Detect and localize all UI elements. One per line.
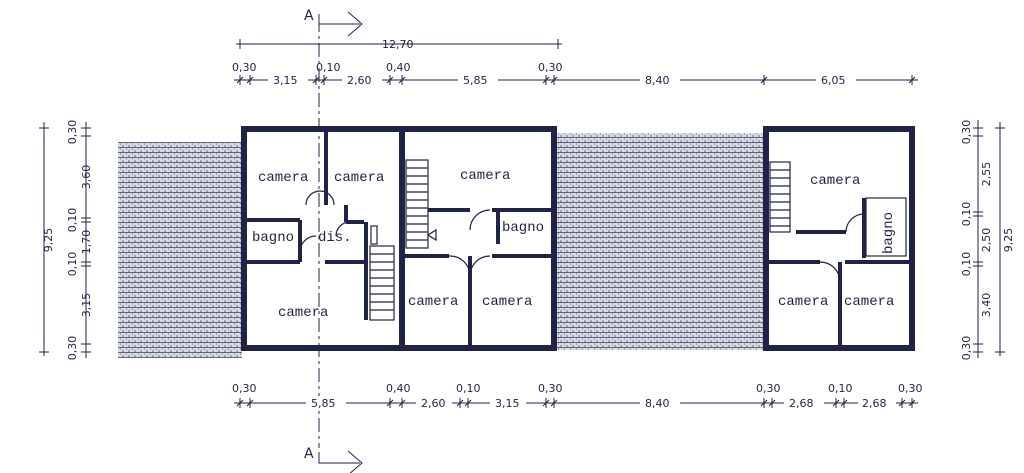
top-dimension-chain — [234, 75, 918, 85]
stair-b — [405, 159, 429, 249]
room-label-c-camera-bottom-right: camera — [844, 294, 894, 310]
right-dim-5: 3,40 — [980, 293, 993, 318]
top-dim-3: 2,60 — [347, 74, 372, 87]
room-label-a-bagno: bagno — [252, 230, 294, 246]
left-total: 9,25 — [42, 228, 55, 253]
bottom-dim-3: 2,60 — [421, 397, 446, 410]
bottom-dim-11: 2,68 — [862, 397, 887, 410]
room-label-a-dis: dis. — [318, 230, 352, 246]
top-dim-5: 5,85 — [463, 74, 488, 87]
right-dim-2: 0,10 — [960, 202, 973, 227]
left-dim-6: 0,30 — [66, 336, 79, 361]
section-label-top: A — [304, 8, 314, 24]
bottom-dim-12: 0,30 — [898, 382, 923, 395]
left-dim-3: 1,70 — [80, 230, 93, 255]
left-dim-2: 0,10 — [66, 208, 79, 233]
bottom-dim-8: 0,30 — [756, 382, 781, 395]
top-total-dimension — [236, 39, 562, 49]
tiled-roof-left — [118, 142, 242, 358]
right-dim-4: 0,10 — [960, 252, 973, 277]
bottom-dim-4: 0,10 — [456, 382, 481, 395]
left-dimension-labels: 9,25 0,30 3,60 0,10 1,70 0,10 3,15 0,30 — [42, 120, 93, 361]
room-label-a-camera-top-right: camera — [334, 170, 384, 186]
right-dim-0: 0,30 — [960, 120, 973, 145]
top-total-label: 12,70 — [382, 38, 414, 51]
bottom-dim-0: 0,30 — [232, 382, 257, 395]
room-label-a-camera-top-left: camera — [258, 170, 308, 186]
unit-b-interior — [405, 159, 551, 345]
right-dimension-labels: 0,30 2,55 0,10 2,50 0,10 3,40 0,30 9,25 — [960, 120, 1015, 361]
bottom-dim-10: 0,10 — [828, 382, 853, 395]
left-dim-0: 0,30 — [66, 120, 79, 145]
bottom-dim-6: 0,30 — [538, 382, 563, 395]
right-total: 9,25 — [1002, 228, 1015, 253]
top-dim-2: 0,10 — [316, 61, 341, 74]
bottom-dim-2: 0,40 — [386, 382, 411, 395]
room-label-b-camera-top: camera — [460, 168, 510, 184]
left-dim-5: 3,15 — [80, 293, 93, 318]
top-dim-4: 0,40 — [386, 61, 411, 74]
room-label-c-camera-bottom-left: camera — [778, 294, 828, 310]
room-label-a-camera-bottom: camera — [278, 305, 328, 321]
bottom-dim-5: 3,15 — [495, 397, 520, 410]
section-label-bottom: A — [304, 446, 314, 462]
top-dim-7: 8,40 — [645, 74, 670, 87]
section-line — [318, 11, 363, 473]
room-label-b-camera-bottom-left: camera — [408, 294, 458, 310]
right-dim-6: 0,30 — [960, 336, 973, 361]
top-dim-1: 3,15 — [273, 74, 298, 87]
room-label-c-bagno: bagno — [881, 212, 897, 254]
left-dim-1: 3,60 — [80, 165, 93, 190]
stair-c — [769, 161, 791, 233]
left-dimension-lines — [39, 122, 91, 358]
unit-a-interior — [247, 131, 395, 321]
room-label-b-bagno: bagno — [502, 220, 544, 236]
unit-c-interior — [768, 161, 910, 346]
top-dim-8: 6,05 — [821, 74, 846, 87]
right-dimension-lines — [973, 120, 1005, 358]
bottom-dim-7: 8,40 — [645, 397, 670, 410]
room-label-c-camera-top: camera — [810, 173, 860, 189]
right-dim-1: 2,55 — [980, 162, 993, 187]
top-dim-6: 0,30 — [538, 61, 563, 74]
unit-c-walls — [763, 126, 915, 351]
tiled-roof-center — [556, 133, 764, 350]
bottom-dim-1: 5,85 — [311, 397, 336, 410]
unit-b-walls — [399, 126, 557, 351]
right-dim-3: 2,50 — [980, 228, 993, 253]
room-label-b-camera-bottom-right: camera — [482, 294, 532, 310]
stair-a — [369, 245, 395, 321]
top-dim-0: 0,30 — [232, 61, 257, 74]
left-dim-4: 0,10 — [66, 252, 79, 277]
bottom-dim-9: 2,68 — [789, 397, 814, 410]
